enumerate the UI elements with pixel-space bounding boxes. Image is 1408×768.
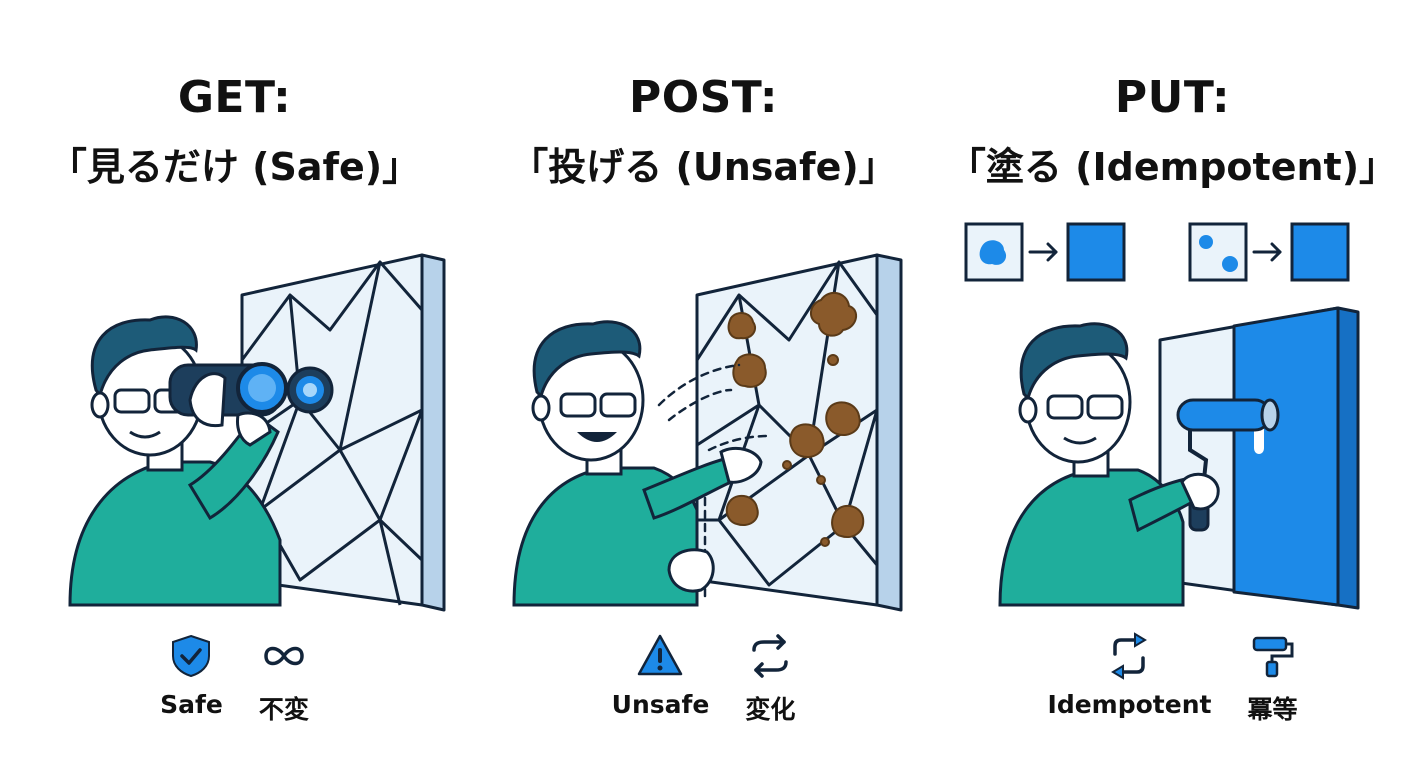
person-hair xyxy=(532,320,642,399)
legend-item-change: 変化 xyxy=(745,632,795,726)
panel-post: POST: 「投げる (Unsafe)」 xyxy=(469,0,938,768)
legend-item-idempotent-jp: 冪等 xyxy=(1247,632,1297,726)
glass-wall xyxy=(240,253,446,612)
legend-label: 変化 xyxy=(745,695,796,724)
shield-check-icon xyxy=(172,634,211,678)
legend-label: 冪等 xyxy=(1247,695,1298,724)
panel-put: PUT: 「塗る (Idempotent)」 xyxy=(938,0,1407,768)
infinity-icon xyxy=(264,646,304,666)
legend-item-immutable: 不変 xyxy=(259,632,309,726)
method-title-put: PUT: xyxy=(1114,72,1231,123)
cycle-arrows-icon xyxy=(1111,632,1148,680)
legend-put: Idempotent 冪等 xyxy=(938,632,1407,726)
legend-get: Safe 不変 xyxy=(0,632,469,726)
legend-label: Safe xyxy=(160,690,223,719)
swap-arrows-icon xyxy=(752,634,789,678)
subtitle-post: 「投げる (Unsafe)」 xyxy=(510,145,897,189)
state-pair-1 xyxy=(964,222,1126,282)
legend-label: Unsafe xyxy=(611,690,710,719)
painted-wall xyxy=(1158,306,1360,610)
state-pair-2 xyxy=(1188,222,1350,282)
paint-roller-tool xyxy=(1176,398,1280,532)
legend-item-idempotent: Idempotent xyxy=(1047,632,1212,726)
glasses xyxy=(1046,394,1124,420)
person-hair xyxy=(1019,322,1129,401)
person-hair xyxy=(90,315,198,399)
method-title-get: GET: xyxy=(177,72,292,123)
illustration-post xyxy=(512,253,903,612)
paint-roller-icon xyxy=(1253,636,1294,678)
subtitle-get: 「見るだけ (Safe)」 xyxy=(48,145,421,189)
illustration-put xyxy=(964,222,1360,610)
legend-label: 不変 xyxy=(258,695,309,724)
panel-get: GET: 「見るだけ (Safe)」 xyxy=(0,0,469,768)
legend-item-unsafe: Unsafe xyxy=(611,632,710,726)
legend-label: Idempotent xyxy=(1047,690,1212,719)
method-title-post: POST: xyxy=(628,72,779,123)
illustration-get xyxy=(68,253,446,612)
subtitle-put: 「塗る (Idempotent)」 xyxy=(947,145,1398,189)
legend-post: Unsafe 変化 xyxy=(469,632,938,726)
warning-triangle-icon xyxy=(638,634,683,676)
glasses xyxy=(559,392,637,418)
legend-item-safe: Safe xyxy=(160,632,223,726)
mud-splats xyxy=(725,291,865,547)
